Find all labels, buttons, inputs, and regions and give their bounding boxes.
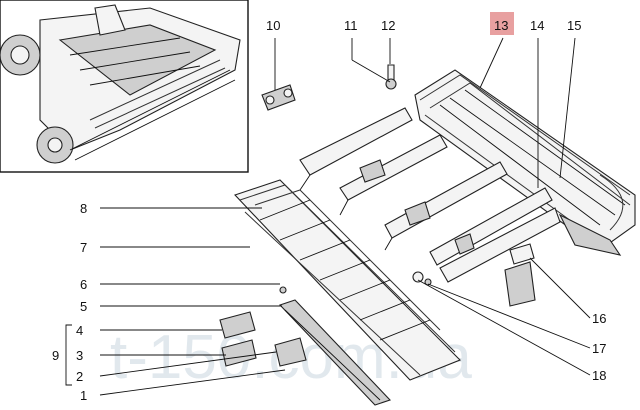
label-9: 9 [52,348,59,363]
label-6: 6 [80,277,87,292]
label-14: 14 [530,18,544,33]
label-3: 3 [76,348,83,363]
overview-inset [0,0,249,173]
conveyor-frame-right [414,69,636,256]
label-12: 12 [381,18,395,33]
slat-assembly [299,107,561,283]
conveyor-frame-left [234,179,461,406]
leader-lines [65,37,591,396]
callout-labels: 10 11 12 13 14 15 8 7 6 5 4 9 3 2 1 16 1… [52,18,606,403]
small-parts [219,64,536,367]
label-7: 7 [80,240,87,255]
highlight-box [490,12,514,35]
label-11: 11 [344,18,358,33]
label-4: 4 [76,323,83,338]
label-16: 16 [592,311,606,326]
label-5: 5 [80,299,87,314]
label-17: 17 [592,341,606,356]
label-18: 18 [592,368,606,383]
label-8: 8 [80,201,87,216]
label-15: 15 [567,18,581,33]
label-13: 13 [494,18,508,33]
label-2: 2 [76,369,83,384]
label-10: 10 [266,18,280,33]
label-1: 1 [80,388,87,403]
